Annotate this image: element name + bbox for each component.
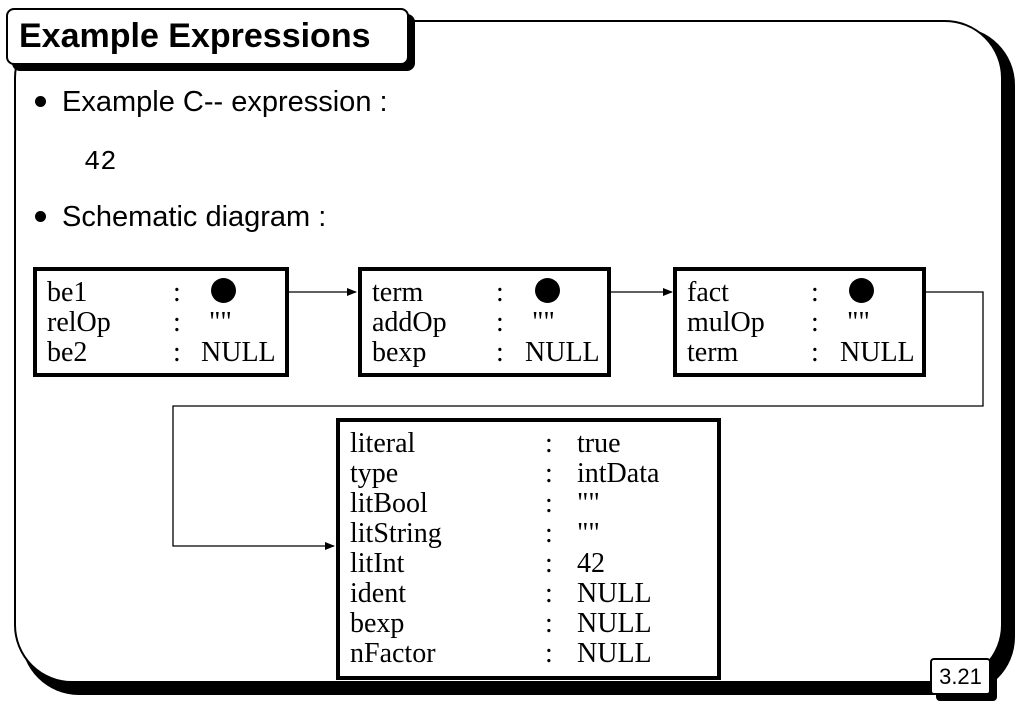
pointer-dot-icon (849, 278, 874, 303)
field-sep: : (545, 518, 553, 549)
field-value: "" (847, 307, 870, 338)
slide-title: Example Expressions (6, 8, 409, 65)
field-value: "" (209, 307, 232, 338)
field-key: be2 (47, 337, 88, 368)
field-sep: : (811, 277, 819, 308)
field-row: relOp : "" (47, 308, 285, 338)
field-row: be2 : NULL (47, 338, 285, 368)
field-key: litInt (350, 548, 405, 579)
field-sep: : (496, 277, 504, 308)
field-value: "" (532, 307, 555, 338)
field-key: term (372, 277, 424, 308)
field-sep: : (545, 428, 553, 459)
field-sep: : (811, 307, 819, 338)
bullet-text: Schematic diagram : (62, 201, 327, 233)
field-row: litInt : 42 (350, 549, 717, 579)
field-key: bexp (350, 608, 405, 639)
field-sep: : (173, 337, 181, 368)
field-row: bexp : NULL (350, 609, 717, 639)
page-number: 3.21 (930, 658, 991, 695)
field-sep: : (545, 608, 553, 639)
field-row: bexp : NULL (372, 338, 607, 368)
field-row: addOp : "" (372, 308, 607, 338)
field-sep: : (545, 488, 553, 519)
field-row: mulOp : "" (687, 308, 922, 338)
field-key: term (687, 337, 739, 368)
bullet-dot-icon (35, 211, 46, 222)
field-sep: : (496, 337, 504, 368)
arrow-fact-to-literal (172, 291, 984, 550)
record-fact: fact : mulOp : "" term : NULL (673, 267, 926, 377)
field-value: 42 (577, 548, 605, 579)
field-key: litBool (350, 488, 428, 519)
field-key: litString (350, 518, 442, 549)
field-value: intData (577, 458, 660, 489)
field-value: "" (577, 518, 600, 549)
field-sep: : (545, 458, 553, 489)
bullet-dot-icon (35, 96, 46, 107)
field-value: NULL (525, 337, 600, 368)
field-value: NULL (577, 638, 652, 669)
field-row: litString : "" (350, 519, 717, 549)
field-sep: : (545, 638, 553, 669)
pointer-dot-icon (211, 278, 236, 303)
field-key: bexp (372, 337, 427, 368)
field-sep: : (496, 307, 504, 338)
field-key: addOp (372, 307, 447, 338)
field-value: NULL (577, 578, 652, 609)
field-value: NULL (577, 608, 652, 639)
field-value: true (577, 428, 621, 459)
field-value: NULL (840, 337, 915, 368)
field-key: fact (687, 277, 729, 308)
field-key: relOp (47, 307, 111, 338)
record-term: term : addOp : "" bexp : NULL (358, 267, 611, 377)
bullet-text: Example C-- expression : (62, 86, 388, 118)
bullet-item: Example C-- expression : (35, 85, 388, 119)
field-row: literal : true (350, 429, 717, 459)
field-key: be1 (47, 277, 88, 308)
field-sep: : (545, 548, 553, 579)
field-sep: : (173, 277, 181, 308)
field-key: nFactor (350, 638, 436, 669)
field-row: ident : NULL (350, 579, 717, 609)
field-key: literal (350, 428, 416, 459)
field-value: "" (577, 488, 600, 519)
field-key: ident (350, 578, 406, 609)
field-key: mulOp (687, 307, 765, 338)
field-sep: : (173, 307, 181, 338)
field-row: litBool : "" (350, 489, 717, 519)
field-row: nFactor : NULL (350, 639, 717, 669)
example-code: 42 (84, 148, 117, 178)
field-row: fact : (687, 278, 922, 308)
bullet-item: Schematic diagram : (35, 200, 327, 234)
field-key: type (350, 458, 399, 489)
record-literal: literal : true type : intData litBool : … (336, 418, 721, 680)
field-sep: : (545, 578, 553, 609)
record-bexp: be1 : relOp : "" be2 : NULL (33, 267, 289, 377)
field-row: type : intData (350, 459, 717, 489)
field-row: term : NULL (687, 338, 922, 368)
field-sep: : (811, 337, 819, 368)
field-row: be1 : (47, 278, 285, 308)
pointer-dot-icon (535, 278, 560, 303)
field-row: term : (372, 278, 607, 308)
field-value: NULL (201, 337, 276, 368)
